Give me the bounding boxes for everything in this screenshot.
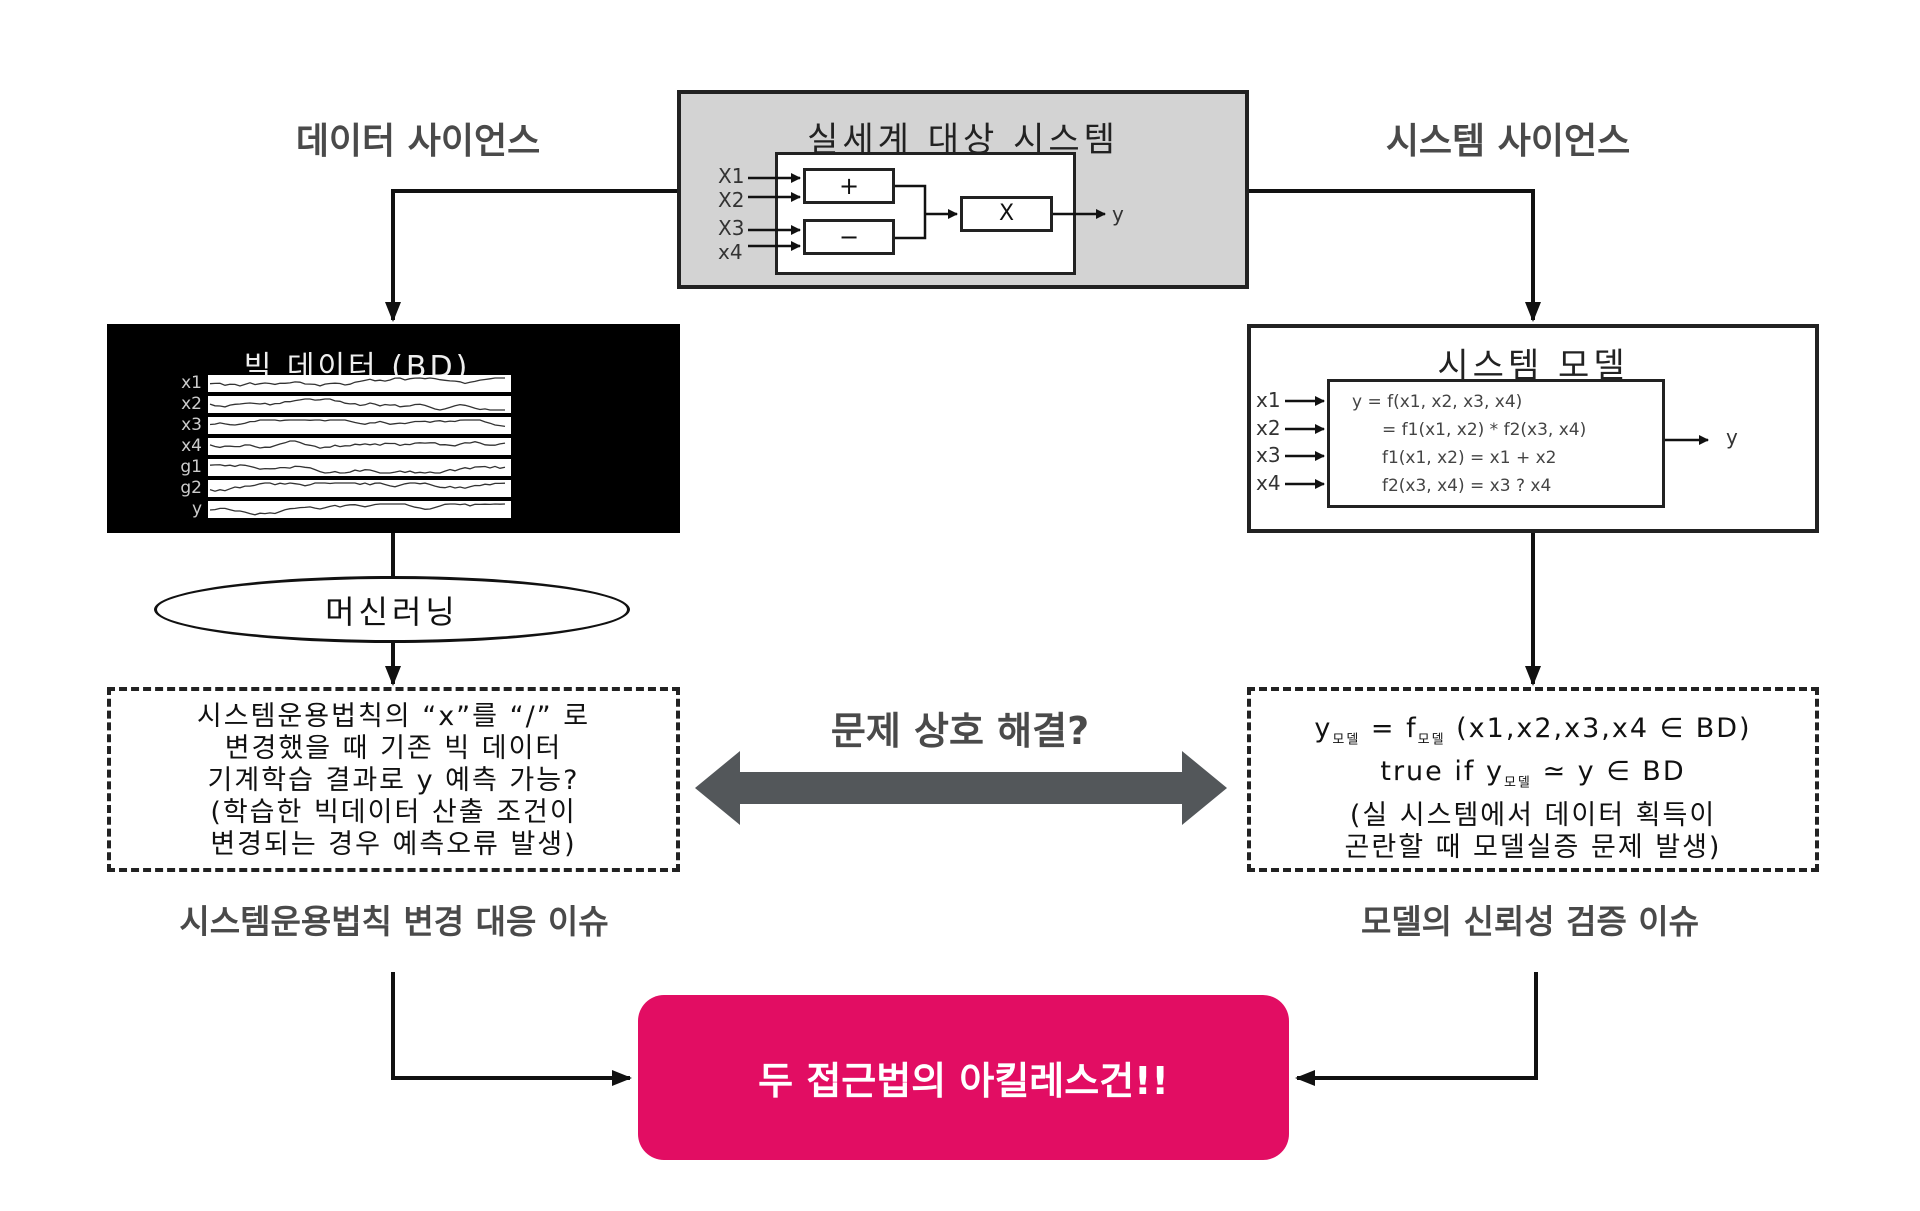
equation-line: f2(x3, x4) = x3 ? x4 xyxy=(1382,476,1552,496)
right-box-line: 곤란할 때 모델실증 문제 발생) xyxy=(1344,831,1722,863)
model-equation-box: y = f(x1, x2, x3, x4) = f1(x1, x2) * f2(… xyxy=(1327,379,1665,508)
series-waveform xyxy=(209,377,505,387)
subscript: 모델 xyxy=(1503,775,1532,791)
eq-text: ≃ y ∈ BD xyxy=(1531,756,1686,788)
system-science-label: 시스템 사이언스 xyxy=(1385,121,1631,162)
left-box-line: (학습한 빅데이터 산출 조건이 xyxy=(210,797,577,828)
real-system-wires xyxy=(748,173,1106,251)
right-issue-box: y모델 = f모델 (x1,x2,x3,x4 ∈ BD) true if y모델… xyxy=(1247,687,1819,872)
model-input-label: x1 xyxy=(1256,388,1281,412)
double-arrow xyxy=(695,751,1227,825)
arrow-left-to-conclusion xyxy=(391,972,632,1086)
equation-line: f1(x1, x2) = x1 + x2 xyxy=(1382,448,1557,468)
model-output-label: y xyxy=(1726,425,1738,449)
center-question: 문제 상호 해결? xyxy=(830,709,1090,753)
y-symbol: y xyxy=(1314,713,1333,744)
left-box-line: 시스템운용법칙의 “x”를 “/” 로 xyxy=(196,701,591,732)
right-issue-caption: 모델의 신뢰성 검증 이슈 xyxy=(1360,902,1700,941)
series-waveform xyxy=(209,440,506,449)
arrow-to-system-model xyxy=(1249,189,1541,322)
series-label: x2 xyxy=(181,394,202,414)
output-label: y xyxy=(1112,202,1124,226)
right-box-line: true if y모델 ≃ y ∈ BD xyxy=(1251,756,1815,799)
input-label: x4 xyxy=(718,240,743,264)
right-box-line: (실 시스템에서 데이터 획득이 xyxy=(1349,799,1717,831)
equation-line: y = f(x1, x2, x3, x4) xyxy=(1352,392,1523,412)
eq-text: (x1,x2,x3,x4 ∈ BD) xyxy=(1445,713,1752,744)
eq-text: true if y xyxy=(1380,756,1504,788)
input-label: X3 xyxy=(718,216,745,240)
series-waveform xyxy=(209,464,506,474)
left-box-line: 변경되는 경우 예측오류 발생) xyxy=(210,829,577,860)
machine-learning-step: 머신러닝 xyxy=(154,576,630,643)
series-waveform xyxy=(209,398,505,411)
model-input-label: x4 xyxy=(1256,471,1281,495)
input-label: X2 xyxy=(718,188,745,212)
series-label: y xyxy=(191,499,202,519)
series-strip xyxy=(208,459,511,476)
series-label: x3 xyxy=(181,415,202,435)
eq-text: = f xyxy=(1360,713,1418,744)
right-box-line: y모델 = f모델 (x1,x2,x3,x4 ∈ BD) xyxy=(1251,713,1815,756)
subscript: 모델 xyxy=(1417,732,1446,748)
series-label: g1 xyxy=(180,457,202,477)
series-waveform xyxy=(209,503,506,516)
model-wires xyxy=(1285,396,1709,489)
big-data-waveforms xyxy=(208,375,511,518)
model-input-label: x3 xyxy=(1256,443,1281,467)
data-science-label: 데이터 사이언스 xyxy=(295,121,541,162)
left-issue-caption: 시스템운용법칙 변경 대응 이슈 xyxy=(179,902,609,941)
model-input-label: x2 xyxy=(1256,416,1281,440)
multiply-block: X xyxy=(960,196,1053,232)
series-waveform xyxy=(209,482,506,492)
conclusion-text: 두 접근법의 아킬레스건!! xyxy=(758,1059,1169,1103)
left-box-line: 기계학습 결과로 y 예측 가능? xyxy=(207,765,580,796)
input-label: X1 xyxy=(718,164,745,188)
series-label: x4 xyxy=(181,436,202,456)
series-strip xyxy=(208,501,511,518)
minus-block: − xyxy=(803,219,895,255)
plus-block: + xyxy=(803,168,895,204)
series-label: x1 xyxy=(181,373,202,393)
subscript: 모델 xyxy=(1332,732,1361,748)
conclusion-box: 두 접근법의 아킬레스건!! xyxy=(638,995,1289,1160)
left-box-line: 변경했을 때 기존 빅 데이터 xyxy=(224,733,563,764)
series-waveform xyxy=(209,419,506,428)
equation-line: = f1(x1, x2) * f2(x3, x4) xyxy=(1382,420,1587,440)
arrow-to-big-data xyxy=(385,189,677,322)
series-label: g2 xyxy=(180,478,202,498)
arrow-right-to-conclusion xyxy=(1295,972,1538,1086)
left-issue-box: 시스템운용법칙의 “x”를 “/” 로 변경했을 때 기존 빅 데이터 기계학습… xyxy=(107,687,680,872)
